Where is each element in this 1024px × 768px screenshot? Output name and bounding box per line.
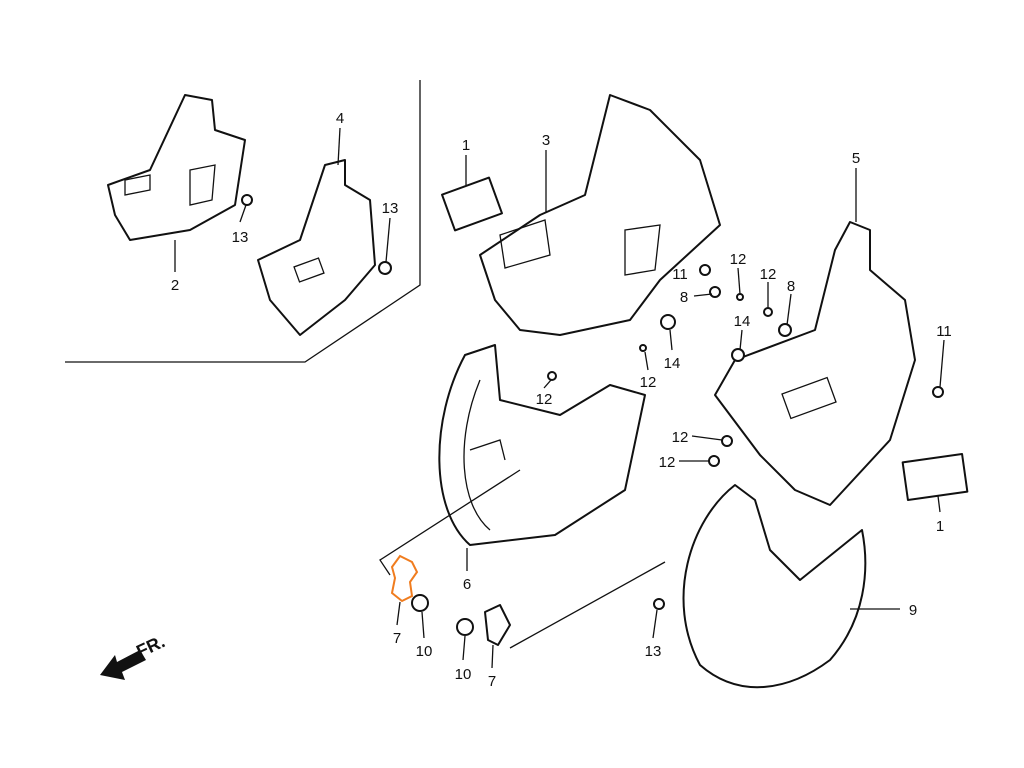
- part-7-bracket-highlighted: [390, 554, 419, 603]
- part-4-emblem: [293, 257, 325, 283]
- part-9-mud-guard: [682, 484, 867, 689]
- callout: 7: [488, 673, 496, 690]
- callout: 3: [542, 132, 550, 149]
- callout: 8: [680, 289, 688, 306]
- part-6-detail: [463, 379, 506, 531]
- part-2-detail: [124, 164, 216, 206]
- callout: 13: [232, 229, 249, 246]
- callout: 11: [672, 266, 688, 283]
- callout: 13: [645, 643, 662, 660]
- callout: 12: [730, 251, 747, 268]
- part-3-center-cover: [479, 94, 721, 336]
- callout: 13: [382, 200, 399, 217]
- callout: 12: [659, 454, 676, 471]
- part-5-emblem: [781, 376, 837, 420]
- callout: 12: [640, 374, 657, 391]
- callout: 10: [455, 666, 472, 683]
- callout: 8: [787, 278, 795, 295]
- part-5-side-cover: [714, 221, 916, 506]
- part-1-reflector: [441, 176, 503, 232]
- fasteners: [241, 194, 944, 646]
- callout: 7: [393, 630, 401, 647]
- inset-frame: [65, 80, 421, 363]
- callout: 10: [416, 643, 433, 660]
- callout: 12: [760, 266, 777, 283]
- callout: 12: [672, 429, 689, 446]
- callout: 6: [463, 576, 471, 593]
- callout: 1: [462, 137, 470, 154]
- part-2-inner-cover: [107, 94, 246, 241]
- callout: 2: [171, 277, 179, 294]
- part-4-side-cover: [257, 159, 376, 336]
- callout: 12: [536, 391, 553, 408]
- front-direction-indicator: FR.: [100, 631, 168, 680]
- part-6-inner-fender: [438, 344, 646, 546]
- callout: 14: [664, 355, 681, 372]
- callout: 4: [336, 110, 344, 127]
- part-3-detail: [499, 219, 661, 276]
- callout: 14: [734, 313, 751, 330]
- callout: 11: [936, 323, 952, 340]
- callout: 5: [852, 150, 860, 167]
- callout: 9: [909, 602, 917, 619]
- front-arrow-icon: [100, 650, 146, 680]
- callout: 1: [936, 518, 944, 535]
- callout-labels: 1 3 4 2 13 13 5 12 11 12 8 8 14 14 12 12…: [171, 110, 952, 690]
- leader-lines: [174, 127, 945, 669]
- part-1-reflector-right: [901, 453, 969, 501]
